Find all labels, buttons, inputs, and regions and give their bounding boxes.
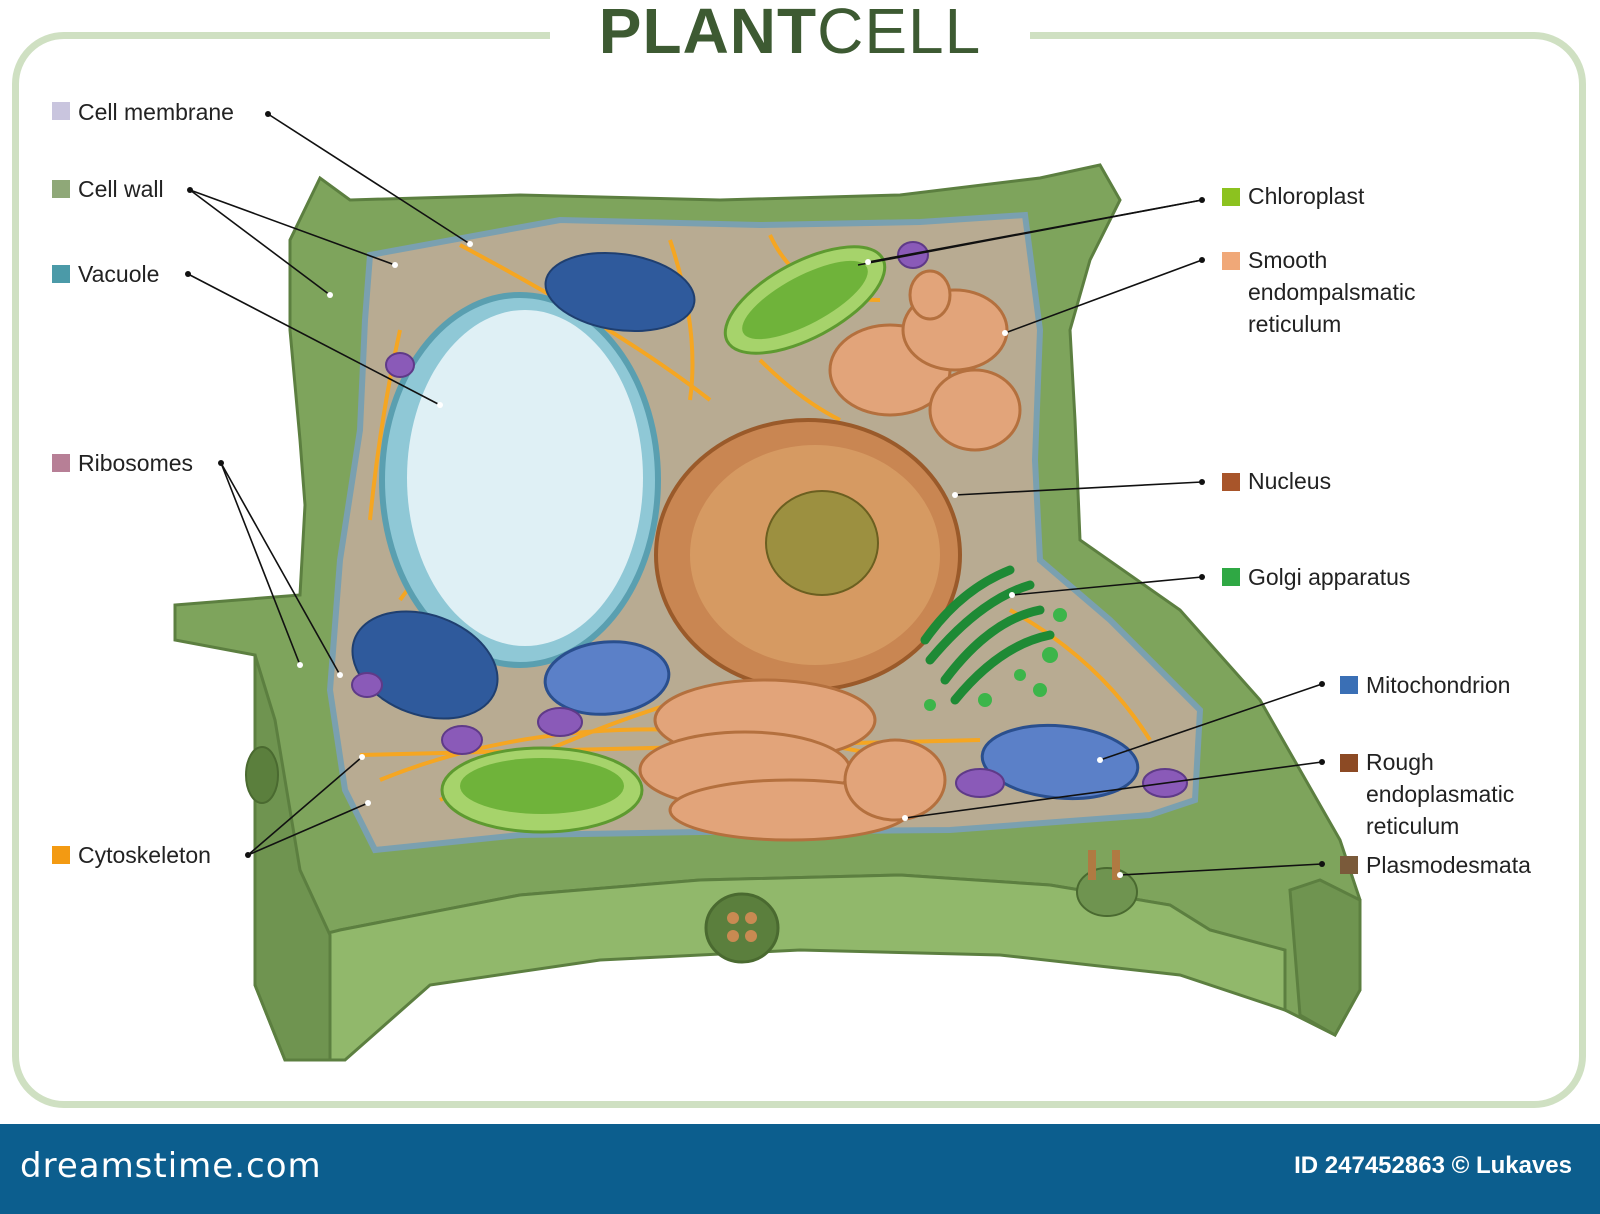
smooth-er-swatch	[1222, 252, 1240, 270]
plasmodesmata-pit	[245, 746, 1138, 964]
label-nucleus: Nucleus	[1248, 468, 1332, 494]
golgi-swatch	[1222, 568, 1240, 586]
label-ribosomes: Ribosomes	[78, 450, 194, 476]
vesicles	[351, 251, 696, 720]
chloroplast	[440, 245, 887, 834]
label-rough-er-line3: reticulum	[1366, 813, 1460, 839]
cell-wall-swatch	[52, 180, 70, 198]
title-bold: PLANT	[598, 0, 818, 67]
vacuole-swatch	[52, 265, 70, 283]
label-mitochondrion: Mitochondrion	[1366, 672, 1511, 698]
rough-er-swatch	[1340, 754, 1358, 772]
ribosome-blobs	[351, 241, 1188, 798]
rough-er	[638, 678, 947, 842]
leader-dots	[185, 111, 1325, 878]
nucleus	[654, 418, 962, 692]
title-light: CELL	[817, 0, 982, 67]
footer-brand[interactable]: dreamstime.com	[20, 1146, 322, 1186]
cell-membrane-swatch	[52, 102, 70, 120]
nucleus-swatch	[1222, 473, 1240, 491]
mitochondrion	[543, 640, 1140, 801]
smooth-er	[828, 269, 1022, 452]
label-cytoskeleton: Cytoskeleton	[78, 842, 211, 868]
footer-bar: dreamstime.com ID 247452863 © Lukaves	[0, 1124, 1600, 1214]
label-smooth-er-line2: endompalsmatic	[1248, 279, 1416, 305]
label-vacuole: Vacuole	[78, 261, 160, 287]
label-rough-er-line1: Rough	[1366, 749, 1434, 775]
label-smooth-er-line1: Smooth	[1248, 247, 1328, 273]
label-golgi: Golgi apparatus	[1248, 564, 1411, 590]
chloroplast-swatch	[1222, 188, 1240, 206]
mitochondrion-swatch	[1340, 676, 1358, 694]
label-chloroplast: Chloroplast	[1248, 183, 1365, 209]
label-cell-wall: Cell wall	[78, 176, 164, 202]
label-smooth-er-line3: reticulum	[1248, 311, 1342, 337]
diagram-title: PLANTCELL	[550, 0, 1030, 66]
footer-image-id: ID 247452863 © Lukaves	[1294, 1152, 1572, 1179]
plasmodesmata-swatch	[1340, 856, 1358, 874]
ribosomes-swatch	[52, 454, 70, 472]
vacuole	[379, 292, 661, 668]
cytoskeleton-swatch	[52, 846, 70, 864]
label-cell-membrane: Cell membrane	[78, 99, 234, 125]
label-plasmodesmata: Plasmodesmata	[1366, 852, 1531, 878]
golgi-apparatus	[920, 565, 1055, 705]
label-rough-er-line2: endoplasmatic	[1366, 781, 1515, 807]
leader-lines	[187, 113, 1323, 876]
golgi-vesicles	[924, 608, 1067, 711]
